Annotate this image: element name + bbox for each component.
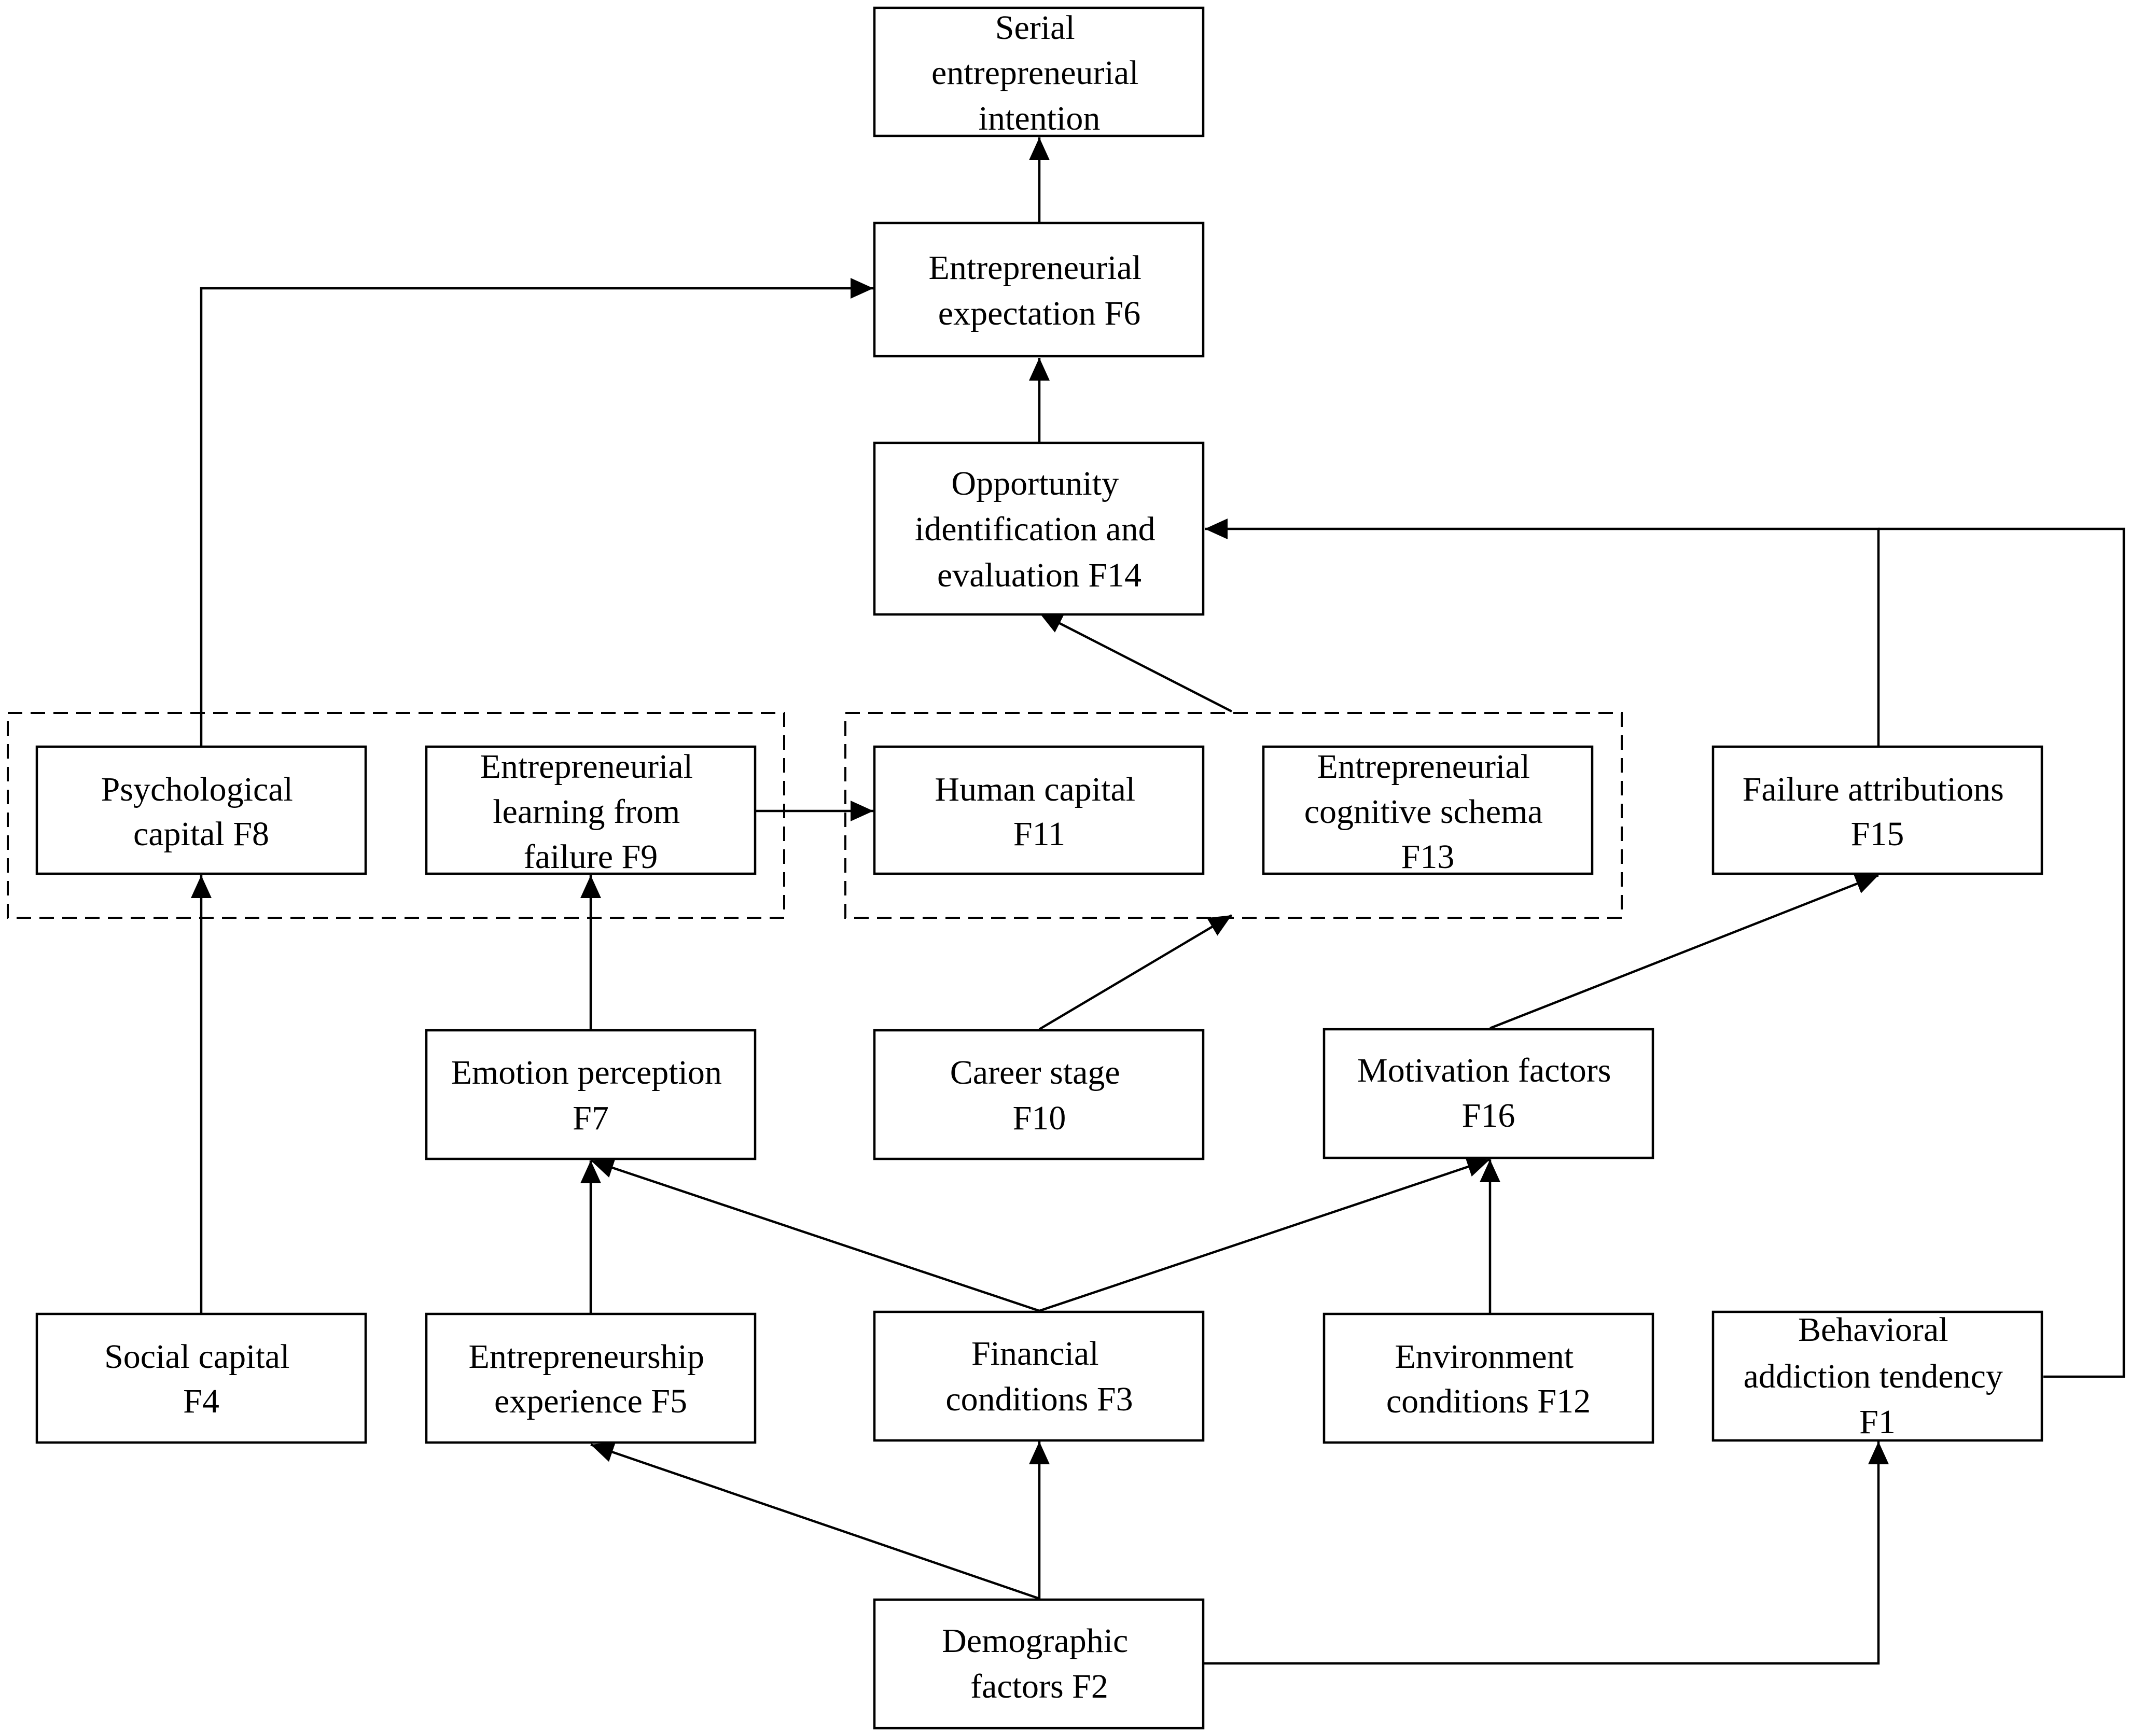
node-financial-conditions: Financial conditions F3 — [873, 1310, 1205, 1442]
node-psychological-capital: Psychological capital F8 — [35, 745, 367, 875]
edge-f3-to-f7 — [590, 1158, 1040, 1312]
node-opportunity-identification: Opportunity identification and evaluatio… — [873, 441, 1205, 616]
node-label: Human capital F11 — [935, 771, 1144, 853]
node-label: Psychological capital F8 — [101, 771, 302, 853]
node-label: Entrepreneurship experience F5 — [469, 1338, 713, 1420]
group-f8-f9 — [7, 712, 785, 919]
node-motivation-factors: Motivation factors F16 — [1322, 1028, 1654, 1159]
node-career-stage: Career stage F10 — [873, 1029, 1205, 1160]
node-label: Environment conditions F12 — [1386, 1338, 1591, 1420]
node-entrepreneurship-experience: Entrepreneurship experience F5 — [425, 1312, 757, 1444]
node-label: Social capital F4 — [104, 1338, 298, 1420]
node-emotion-perception: Emotion perception F7 — [425, 1029, 757, 1160]
node-human-capital: Human capital F11 — [873, 745, 1205, 875]
node-label: Serial entrepreneurial intention — [931, 9, 1147, 137]
node-entrepreneurial-cognitive-schema: Entrepreneurial cognitive schema F13 — [1262, 745, 1594, 876]
node-entrepreneurial-expectation: Entrepreneurial expectation F6 — [873, 221, 1205, 358]
node-label: Demographic factors F2 — [942, 1622, 1137, 1705]
node-social-capital: Social capital F4 — [35, 1312, 367, 1444]
node-label: Opportunity identification and evaluatio… — [915, 465, 1164, 594]
node-label: Entrepreneurial cognitive schema F13 — [1304, 748, 1552, 876]
edges — [191, 137, 2125, 1665]
node-label: Motivation factors F16 — [1357, 1052, 1620, 1135]
node-label: Entrepreneurial learning from failure F9 — [480, 748, 702, 876]
node-label: Career stage F10 — [950, 1054, 1129, 1137]
edge-f10-to-group — [1038, 914, 1233, 1030]
node-environment-conditions: Environment conditions F12 — [1322, 1312, 1654, 1444]
node-serial-entrepreneurial-intention: Serial entrepreneurial intention — [873, 6, 1205, 137]
node-behavioral-addiction-tendency: Behavioral addiction tendency F1 — [1711, 1310, 2043, 1442]
edge-f3-to-f16 — [1039, 1157, 1491, 1312]
node-label: Entrepreneurial expectation F6 — [929, 249, 1150, 332]
edge-f8-to-f6 — [200, 278, 873, 746]
edge-f2-to-f1 — [1203, 1441, 1889, 1665]
edge-group-to-f14 — [1038, 611, 1233, 713]
node-label: Failure attributions F15 — [1743, 771, 2013, 853]
node-label: Behavioral addiction tendency F1 — [1744, 1311, 2012, 1441]
node-entrepreneurial-learning: Entrepreneurial learning from failure F9 — [425, 745, 757, 876]
node-failure-attributions: Failure attributions F15 — [1711, 745, 2043, 875]
edge-f16-to-f15 — [1489, 874, 1879, 1030]
node-label: Emotion perception F7 — [451, 1054, 731, 1137]
node-label: Financial conditions F3 — [945, 1335, 1133, 1418]
group-f11-f13 — [844, 712, 1623, 919]
edge-f1-to-f14 — [1878, 527, 2125, 1378]
edge-f2-to-f5 — [590, 1442, 1040, 1600]
node-demographic-factors: Demographic factors F2 — [873, 1598, 1205, 1730]
